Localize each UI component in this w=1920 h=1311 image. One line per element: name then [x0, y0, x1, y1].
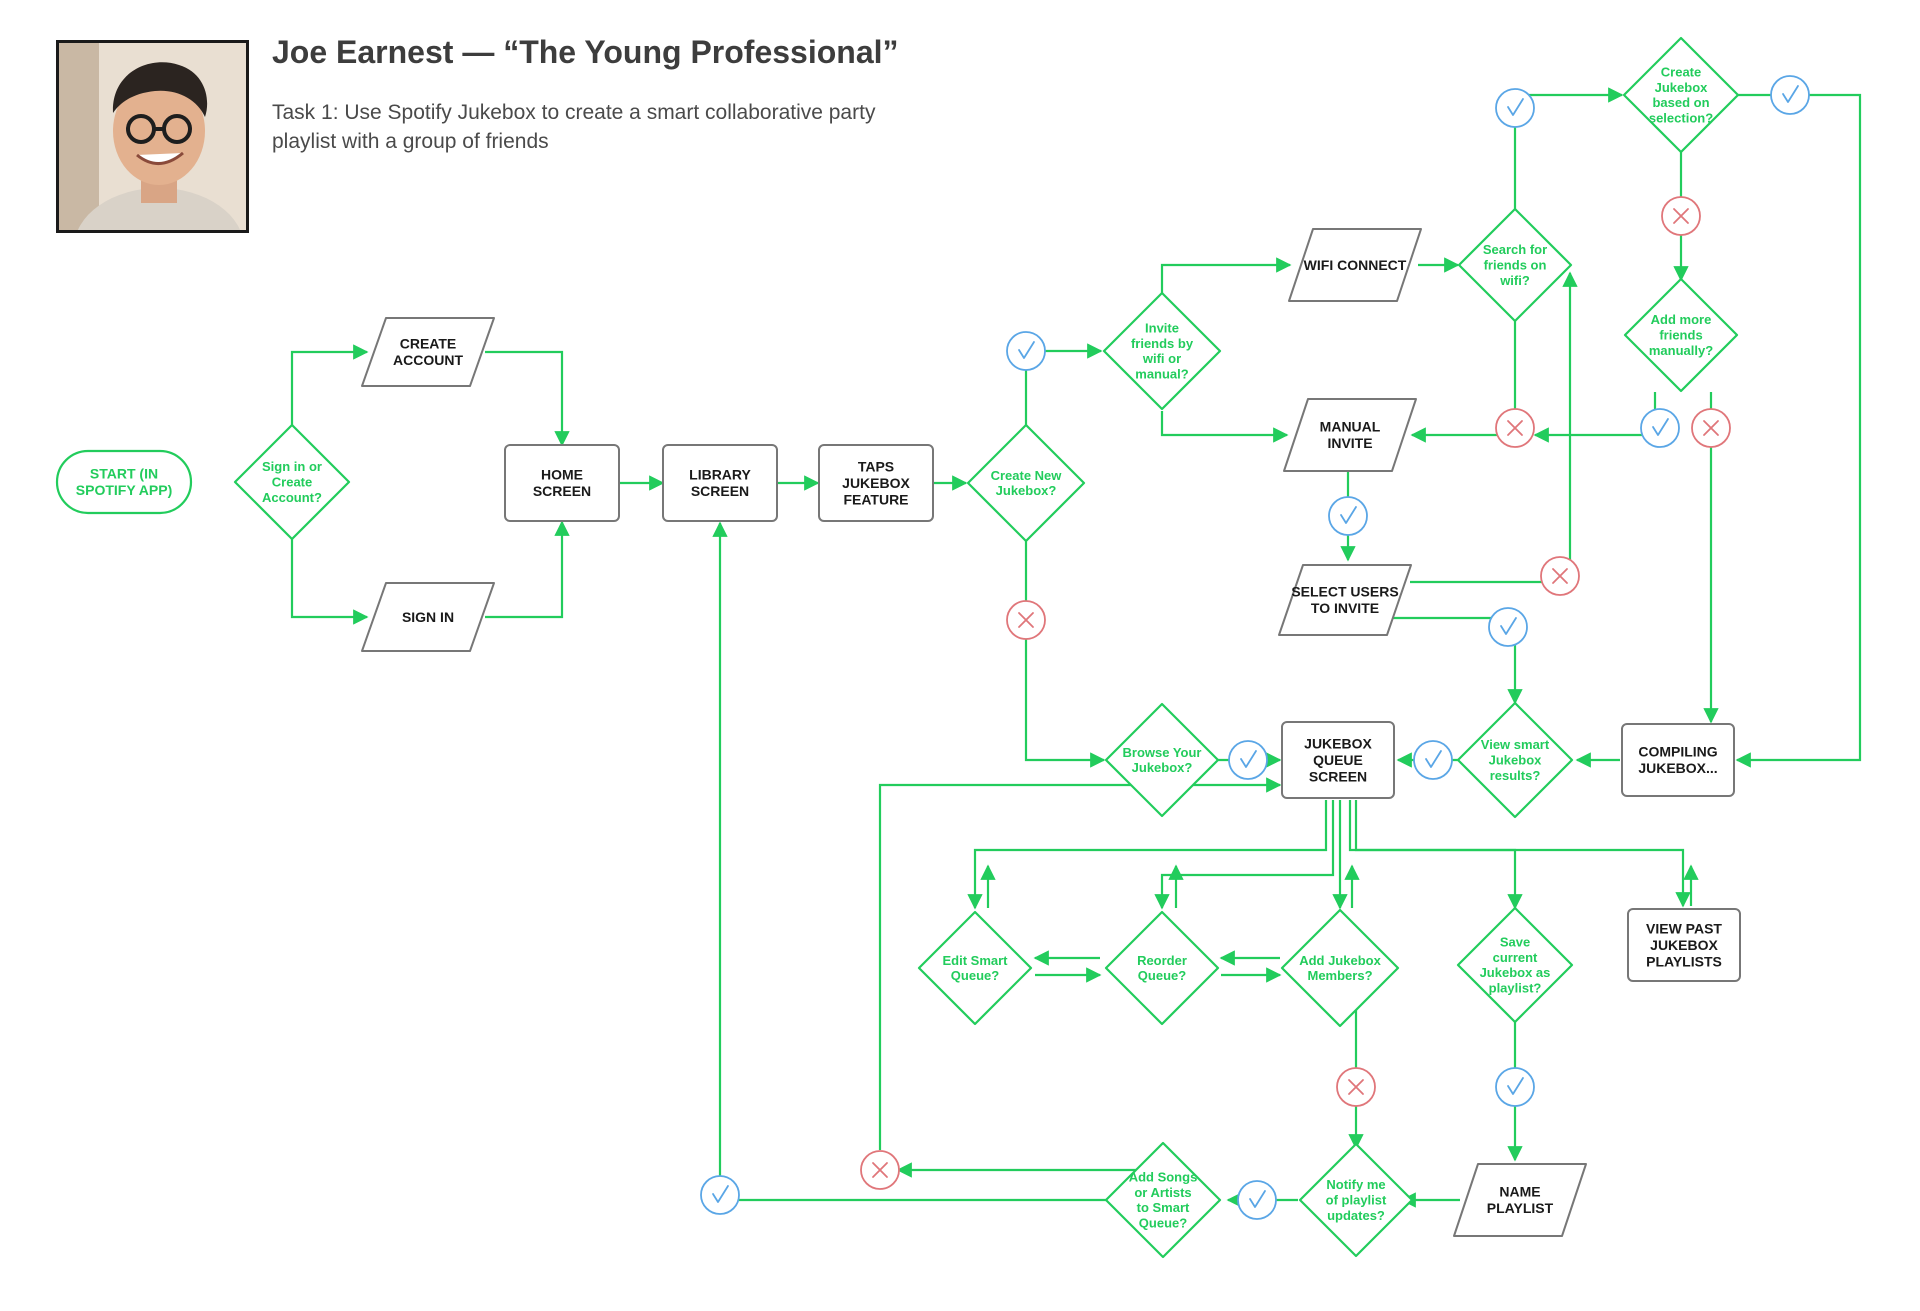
no-cross-icon	[860, 1150, 900, 1190]
no-cross-icon	[1006, 600, 1046, 640]
yes-check-icon	[1640, 408, 1680, 448]
persona-avatar	[56, 40, 249, 233]
yes-check-icon	[1237, 1180, 1277, 1220]
flow-connector	[712, 521, 1108, 1202]
no-cross-icon	[1691, 408, 1731, 448]
flow-connector	[485, 520, 570, 619]
yes-check-icon	[1413, 740, 1453, 780]
no-cross-icon	[1336, 1067, 1376, 1107]
flow-connector	[290, 344, 369, 428]
no-cross-icon	[1540, 556, 1580, 596]
flow-connector	[290, 536, 369, 625]
flow-connector	[1735, 93, 1862, 768]
yes-check-icon	[1328, 496, 1368, 536]
flow-connector	[1533, 392, 1657, 443]
node-label: SIGN IN	[402, 609, 454, 625]
page-title: Joe Earnest — “The Young Professional”	[272, 34, 899, 70]
persona-header: Joe Earnest — “The Young Professional” T…	[0, 0, 1920, 260]
node-label: WIFI CONNECT	[1304, 257, 1407, 273]
flow-connector	[1410, 271, 1578, 584]
flow-connector	[1154, 800, 1335, 910]
yes-check-icon	[1006, 331, 1046, 371]
no-cross-icon	[1661, 196, 1701, 236]
yes-check-icon	[1228, 740, 1268, 780]
decision-markers	[700, 75, 1810, 1220]
persona-portrait-icon	[59, 43, 246, 230]
node-wifi-connect: WIFI CONNECT	[1288, 228, 1422, 302]
yes-check-icon	[1770, 75, 1810, 115]
flow-connector	[1160, 411, 1289, 443]
yes-check-icon	[1488, 607, 1528, 647]
flow-connector	[1348, 800, 1523, 910]
yes-check-icon	[700, 1175, 740, 1215]
no-cross-icon	[1495, 408, 1535, 448]
flow-connector	[1354, 800, 1691, 908]
task-description: Task 1: Use Spotify Jukebox to create a …	[272, 101, 876, 153]
yes-check-icon	[1495, 88, 1535, 128]
node-sign-in: SIGN IN	[361, 582, 495, 652]
flow-connector	[967, 800, 1328, 910]
yes-check-icon	[1495, 1067, 1535, 1107]
flow-connector	[1160, 257, 1292, 311]
flow-connector	[485, 350, 570, 447]
flow-connector	[1024, 538, 1106, 768]
flow-connectors	[236, 87, 1862, 1208]
